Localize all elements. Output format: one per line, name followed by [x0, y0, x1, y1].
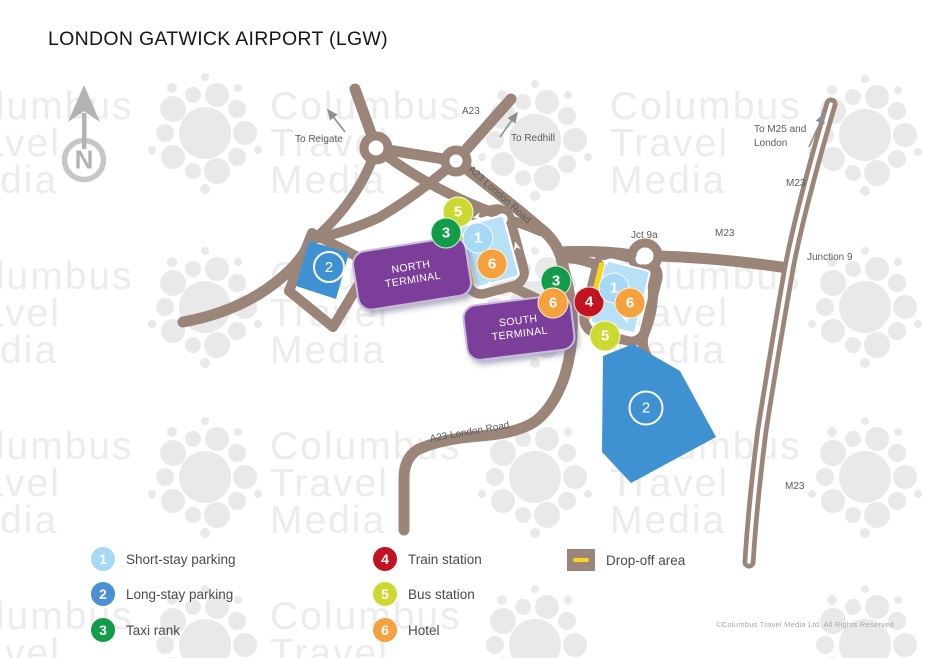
road-label-to-redhill: To Redhill: [511, 133, 555, 144]
direction-arrows: [327, 108, 825, 148]
motorway-m23: [742, 97, 838, 569]
to-m25-line1: To M25 and: [754, 124, 807, 135]
marker-long-stay-north: 2: [313, 251, 345, 283]
compass-icon: [61, 85, 107, 183]
legend-marker-taxi: 3: [91, 618, 115, 642]
to-m25-line2: London: [754, 138, 788, 149]
legend-label-long-stay: Long-stay parking: [126, 586, 234, 602]
legend-item-dropoff: Drop-off area: [567, 548, 685, 572]
legend-item-train: 4 Train station: [373, 547, 482, 571]
road-label-to-m25: To M25 and London: [754, 123, 806, 151]
road-label-junction-9: Junction 9: [807, 252, 853, 263]
road-label-m23-upper: M23: [786, 178, 806, 189]
marker-bus-south: 5: [589, 320, 621, 352]
legend-item-taxi: 3 Taxi rank: [91, 618, 180, 642]
marker-hotel-north: 6: [476, 248, 508, 280]
legend-item-long-stay: 2 Long-stay parking: [91, 582, 233, 606]
legend-item-bus: 5 Bus station: [373, 582, 475, 606]
legend-marker-bus: 5: [373, 582, 397, 606]
legend-item-short-stay: 1 Short-stay parking: [91, 547, 236, 571]
road-label-to-reigate: To Reigate: [295, 134, 343, 145]
marker-hotel-south-east: 6: [614, 287, 646, 319]
legend-marker-long-stay: 2: [91, 582, 115, 606]
roundabouts: [359, 131, 663, 274]
marker-hotel-south-west: 6: [537, 287, 569, 319]
legend-label-hotel: Hotel: [408, 622, 440, 638]
legend-label-taxi: Taxi rank: [126, 622, 181, 638]
legend-label-train: Train station: [408, 551, 482, 567]
legend-marker-hotel: 6: [373, 618, 397, 642]
legend-item-hotel: 6 Hotel: [373, 618, 440, 642]
road-label-a23: A23: [462, 106, 480, 117]
road-label-m23-spur: M23: [715, 228, 735, 239]
legend-label-short-stay: Short-stay parking: [126, 551, 236, 567]
marker-short-stay-north: 1: [462, 222, 494, 254]
legend-marker-train: 4: [373, 547, 397, 571]
compass-north-label: N: [74, 144, 94, 175]
copyright-notice: ©Columbus Travel Media Ltd. All Rights R…: [716, 620, 894, 629]
one-way-arrows: [472, 212, 632, 324]
road-label-jct-9a: Jct 9a: [631, 230, 658, 241]
legend-label-bus: Bus station: [408, 586, 475, 602]
road-label-m23-lower: M23: [785, 481, 805, 492]
legend-label-dropoff: Drop-off area: [606, 552, 686, 568]
dropoff-swatch: [567, 549, 595, 571]
legend-marker-short-stay: 1: [91, 547, 115, 571]
marker-long-stay-south: 2: [628, 390, 664, 426]
marker-taxi-north: 3: [430, 217, 462, 249]
page-title: LONDON GATWICK AIRPORT (LGW): [48, 28, 388, 50]
